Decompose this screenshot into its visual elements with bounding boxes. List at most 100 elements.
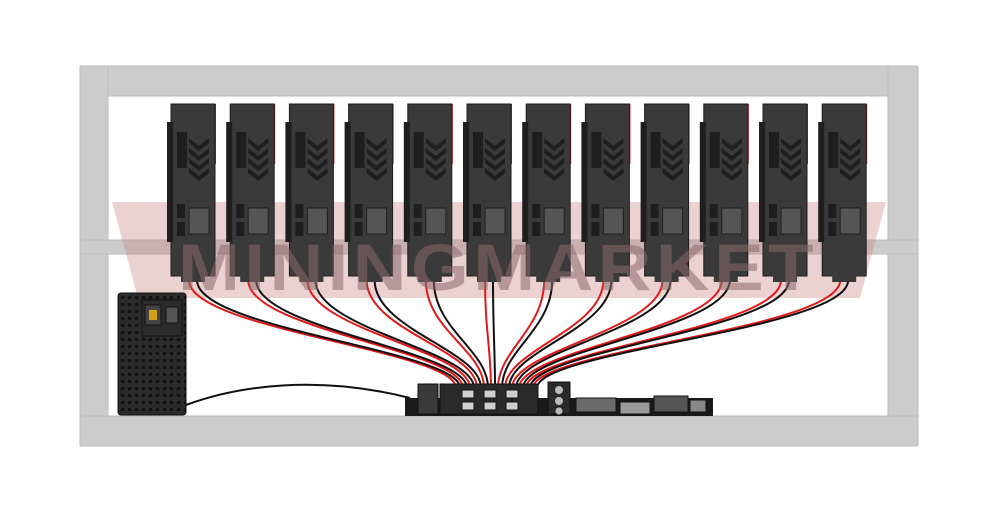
gpu-port-hdmi bbox=[709, 132, 720, 168]
gpu-vent-icon bbox=[721, 168, 742, 181]
power-cable-black bbox=[255, 279, 468, 389]
gpu-vent-icon bbox=[307, 168, 328, 181]
gpu-bottom-tab bbox=[181, 274, 205, 282]
gpu-port-dp bbox=[236, 204, 245, 218]
frame-bottom-rail bbox=[79, 415, 919, 447]
gpu-port-dp bbox=[769, 222, 777, 236]
motherboard bbox=[405, 381, 713, 416]
gpu-vent-icon bbox=[307, 138, 328, 151]
gpu-side-tab bbox=[699, 122, 706, 242]
gpu-bottom-tab bbox=[595, 274, 620, 282]
gpu-vent-icon bbox=[603, 148, 624, 161]
gpu-port-hdmi bbox=[769, 132, 779, 168]
gpu-card bbox=[344, 103, 394, 282]
gpu-vent-icon bbox=[425, 138, 446, 151]
gpu-port-dvi bbox=[247, 207, 269, 235]
power-cable-black bbox=[196, 279, 461, 389]
power-cable-red bbox=[188, 279, 457, 389]
gpu-vent-icon bbox=[544, 158, 565, 171]
gpu-port-dp bbox=[295, 204, 304, 218]
power-cable-black bbox=[373, 279, 482, 389]
board-connector bbox=[689, 399, 707, 413]
cpu-socket bbox=[653, 395, 689, 413]
gpu-bottom-tab bbox=[654, 274, 679, 282]
gpu-port-dp bbox=[413, 222, 422, 236]
gpu-port-dp bbox=[413, 204, 422, 218]
gpu-side-tab bbox=[285, 122, 292, 242]
gpu-vent-icon bbox=[662, 168, 683, 181]
psu-power-socket-pin bbox=[149, 310, 157, 320]
gpu-bottom-tab bbox=[713, 274, 738, 282]
gpu-vent-icon bbox=[662, 138, 683, 151]
gpu-bottom-tab bbox=[417, 274, 442, 282]
gpu-card bbox=[285, 103, 335, 282]
gpu-vent-icon bbox=[425, 148, 446, 161]
gpu-bracket bbox=[821, 103, 867, 277]
gpu-vent-icon bbox=[544, 168, 565, 181]
gpu-vent-icon bbox=[662, 148, 683, 161]
gpu-card bbox=[818, 103, 868, 282]
watermark-text: MININGMARKET bbox=[178, 230, 818, 304]
gpu-side-tab bbox=[818, 122, 825, 242]
gpu-port-dp bbox=[354, 204, 363, 218]
gpu-bottom-tab bbox=[358, 274, 383, 282]
gpu-vent-icon bbox=[603, 168, 624, 181]
psu-motherboard-cable bbox=[185, 383, 411, 406]
gpu-bottom-tab bbox=[773, 274, 797, 282]
gpu-card bbox=[463, 103, 512, 282]
gpu-port-hdmi bbox=[295, 132, 306, 168]
gpu-port-dp bbox=[650, 222, 659, 236]
gpu-side-tab bbox=[344, 122, 351, 242]
frame-top-rail bbox=[79, 65, 919, 97]
gpu-vent-icon bbox=[248, 168, 269, 181]
power-cable-red bbox=[504, 279, 605, 389]
gpu-port-dp bbox=[828, 222, 837, 236]
gpu-port-dvi bbox=[306, 207, 328, 235]
usb-port-icon bbox=[483, 389, 497, 399]
gpu-card bbox=[403, 103, 453, 282]
gpu-vent-icon bbox=[366, 168, 387, 181]
gpu-vent-icon bbox=[248, 148, 269, 161]
gpu-port-dp bbox=[709, 222, 718, 236]
gpu-bottom-tab bbox=[832, 274, 857, 282]
power-cable-red bbox=[532, 279, 842, 389]
power-cable-red bbox=[424, 279, 485, 389]
gpu-vent-icon bbox=[603, 138, 624, 151]
ram-slot bbox=[619, 401, 651, 415]
gpu-port-hdmi bbox=[828, 132, 839, 168]
power-cable-black bbox=[508, 279, 613, 389]
gpu-port-dvi bbox=[602, 207, 624, 235]
gpu-row bbox=[167, 103, 868, 282]
gpu-card bbox=[522, 103, 572, 282]
audio-jack bbox=[555, 386, 563, 394]
gpu-port-dp bbox=[828, 204, 837, 218]
gpu-vent-icon bbox=[781, 158, 801, 171]
gpu-vent-icon bbox=[721, 158, 742, 171]
gpu-port-dvi bbox=[366, 207, 388, 235]
gpu-vent-icon bbox=[189, 158, 209, 171]
power-cable-red bbox=[247, 279, 464, 389]
gpu-vent-icon bbox=[781, 168, 801, 181]
gpu-port-hdmi bbox=[413, 132, 424, 168]
gpu-port-dp bbox=[709, 204, 718, 218]
gpu-side-tab bbox=[581, 122, 588, 242]
gpu-port-dp bbox=[473, 222, 481, 236]
gpu-vent-icon bbox=[485, 138, 505, 151]
io-shield bbox=[417, 383, 439, 415]
gpu-port-hdmi bbox=[650, 132, 661, 168]
usb-port-icon bbox=[461, 401, 475, 411]
gpu-vent-icon bbox=[366, 158, 387, 171]
gpu-side-tab bbox=[403, 122, 410, 242]
gpu-port-dp bbox=[532, 204, 541, 218]
gpu-port-dvi bbox=[425, 207, 447, 235]
power-cable-red bbox=[365, 279, 478, 389]
gpu-port-dp bbox=[769, 204, 777, 218]
gpu-port-hdmi bbox=[532, 132, 543, 168]
power-cable-black bbox=[522, 279, 731, 389]
gpu-port-dvi bbox=[780, 207, 802, 235]
power-cable-black bbox=[536, 279, 850, 389]
gpu-card bbox=[699, 103, 749, 282]
gpu-side-tab bbox=[167, 122, 173, 242]
gpu-vent-icon bbox=[721, 138, 742, 151]
gpu-side-tab bbox=[226, 122, 233, 242]
